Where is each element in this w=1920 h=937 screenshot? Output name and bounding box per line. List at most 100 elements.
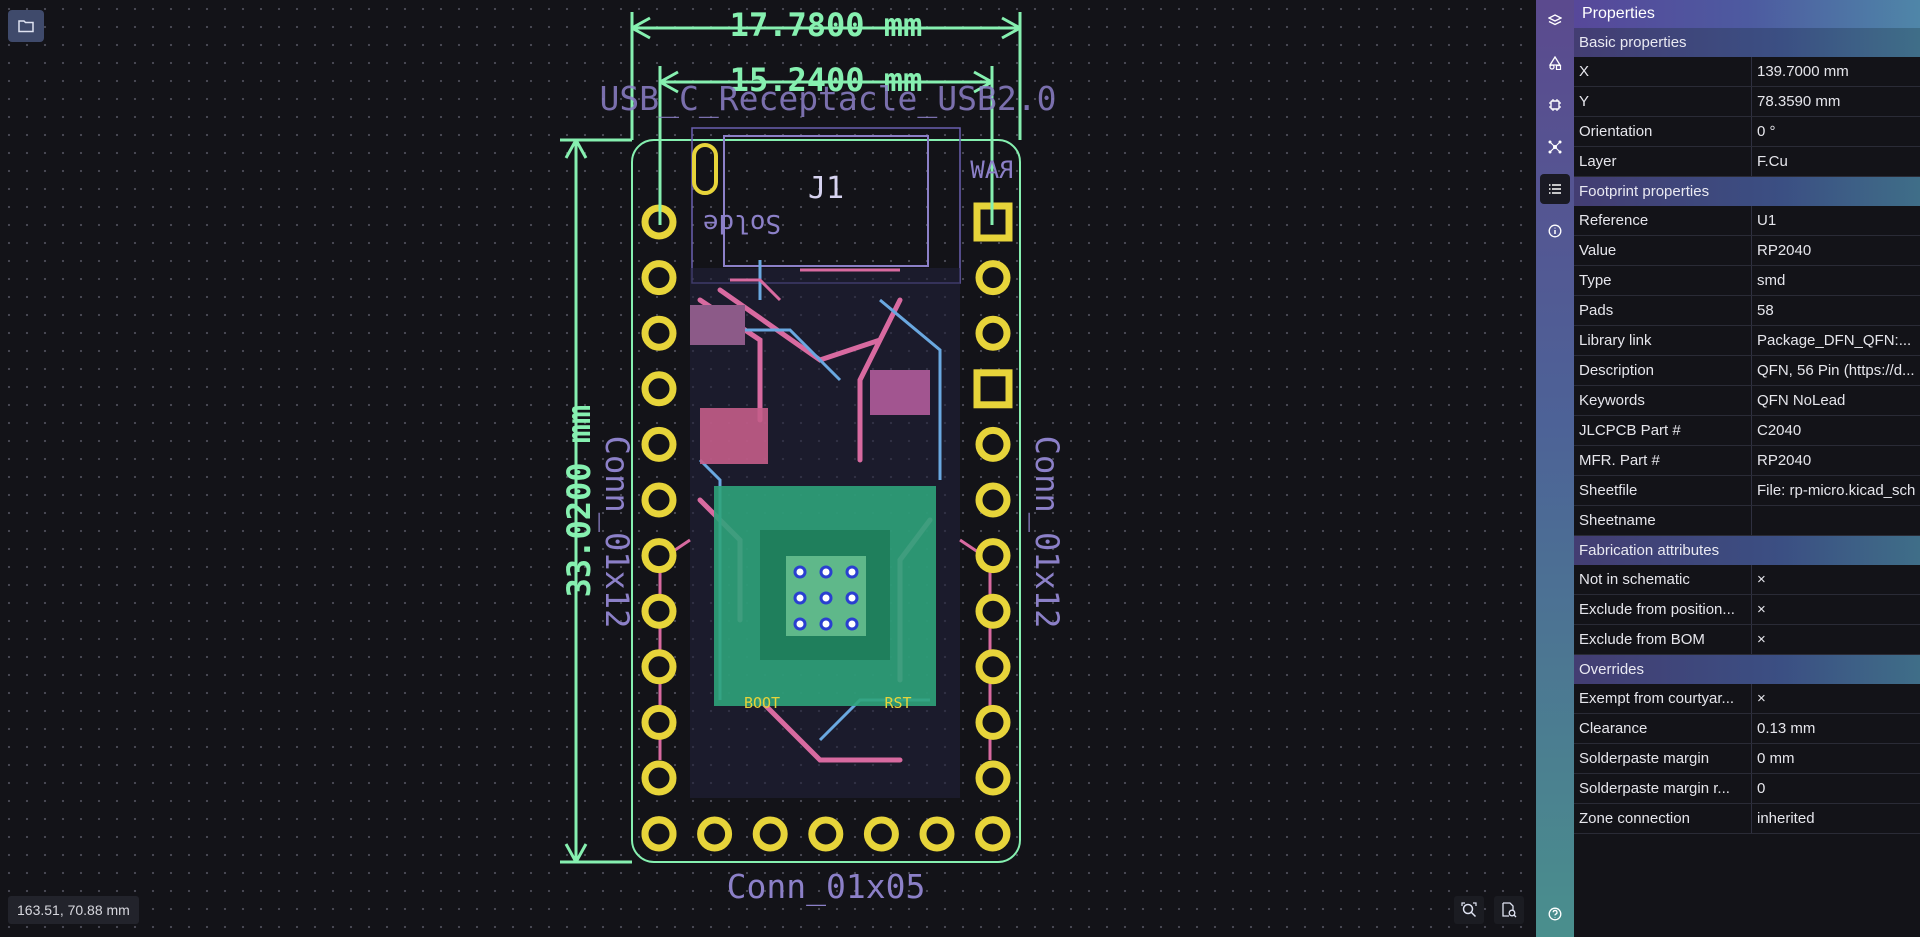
property-value[interactable]: RP2040	[1757, 242, 1812, 259]
header-pad-left[interactable]	[641, 538, 677, 574]
property-key: Y	[1574, 87, 1752, 116]
property-value[interactable]: 0	[1757, 780, 1766, 797]
help-icon	[1548, 907, 1562, 921]
header-pad-bottom[interactable]	[975, 816, 1011, 852]
rp2040-footprint[interactable]	[714, 486, 936, 706]
property-value[interactable]: C2040	[1757, 422, 1802, 439]
header-pad-left[interactable]	[641, 482, 677, 518]
usb-slot	[692, 143, 718, 195]
header-pad-bottom[interactable]	[641, 816, 677, 852]
via	[793, 617, 807, 631]
property-value[interactable]: 58	[1757, 302, 1774, 319]
header-pad-bottom[interactable]	[697, 816, 733, 852]
header-pad-right[interactable]	[975, 315, 1011, 351]
header-pad-right[interactable]	[975, 649, 1011, 685]
open-file-button[interactable]	[8, 10, 44, 42]
header-pad-bottom[interactable]	[752, 816, 788, 852]
property-key: Solderpaste margin r...	[1574, 774, 1752, 803]
property-value[interactable]: QFN, 56 Pin (https://d...	[1757, 362, 1915, 379]
properties-button[interactable]	[1540, 174, 1570, 204]
header-pad-right[interactable]	[975, 593, 1011, 629]
property-value[interactable]: ×	[1757, 601, 1766, 618]
property-value[interactable]: F.Cu	[1757, 153, 1788, 170]
zoom-fit-button[interactable]	[1454, 896, 1484, 924]
header-pad-right[interactable]	[975, 260, 1011, 296]
property-value[interactable]: smd	[1757, 272, 1786, 289]
header-pads[interactable]	[641, 202, 1013, 852]
via	[845, 565, 859, 579]
property-value[interactable]	[1752, 506, 1920, 535]
property-key: Zone connection	[1574, 804, 1752, 833]
header-pad-left[interactable]	[641, 371, 677, 407]
header-pad-left[interactable]	[641, 649, 677, 685]
header-pad-bottom[interactable]	[863, 816, 899, 852]
property-row: Orientation 0 °	[1574, 117, 1920, 147]
property-row: Solderpaste margin r... 0	[1574, 774, 1920, 804]
header-pad-bottom[interactable]	[808, 816, 844, 852]
header-pad-left[interactable]	[641, 260, 677, 296]
property-key: Value	[1574, 236, 1752, 265]
property-value[interactable]: Package_DFN_QFN:...	[1757, 332, 1912, 349]
property-row: Zone connection inherited	[1574, 804, 1920, 834]
dim-left-label: 33.0200 mm	[560, 405, 598, 598]
header-pad-left[interactable]	[641, 593, 677, 629]
header-pad-right[interactable]	[975, 426, 1011, 462]
header-pad-left[interactable]	[641, 760, 677, 796]
solder-label: Solde	[703, 208, 781, 238]
property-value[interactable]: 139.7000 mm	[1757, 63, 1849, 80]
property-value[interactable]: ×	[1757, 571, 1766, 588]
property-key: Sheetname	[1574, 506, 1752, 535]
property-row: Solderpaste margin 0 mm	[1574, 744, 1920, 774]
section-header-fabrication[interactable]: Fabrication attributes	[1574, 536, 1920, 565]
property-value[interactable]: inherited	[1757, 810, 1815, 827]
pcb-canvas[interactable]: 17.7800 mm 15.2400 mm 33.0200 mm USB_C_R…	[0, 0, 1536, 937]
property-key: Layer	[1574, 147, 1752, 176]
property-row: Layer F.Cu	[1574, 147, 1920, 177]
property-value[interactable]: ×	[1757, 631, 1766, 648]
property-value[interactable]: U1	[1757, 212, 1777, 229]
info-button[interactable]	[1540, 216, 1570, 246]
section-header-overrides[interactable]: Overrides	[1574, 655, 1920, 684]
footprints-button[interactable]	[1540, 90, 1570, 120]
zoom-page-icon	[1502, 902, 1517, 918]
layers-icon	[1548, 14, 1562, 26]
property-value[interactable]: 0.13 mm	[1757, 720, 1816, 737]
property-key: Solderpaste margin	[1574, 744, 1752, 773]
property-key: Exclude from position...	[1574, 595, 1752, 624]
header-pad-right[interactable]	[975, 538, 1011, 574]
help-button[interactable]	[1540, 899, 1570, 929]
property-value[interactable]: 0 °	[1757, 123, 1776, 140]
header-pad-bottom[interactable]	[919, 816, 955, 852]
side-icon-strip	[1536, 0, 1574, 937]
property-value[interactable]: 78.3590 mm	[1757, 93, 1841, 110]
header-pad-right[interactable]	[973, 369, 1013, 409]
header-pad-right[interactable]	[975, 760, 1011, 796]
section-header-basic[interactable]: Basic properties	[1574, 28, 1920, 57]
header-pad-left[interactable]	[641, 426, 677, 462]
qfn-vias	[793, 565, 859, 631]
pcb-board-view[interactable]: 17.7800 mm 15.2400 mm 33.0200 mm USB_C_R…	[0, 0, 1536, 937]
conn-bottom-label: Conn_01x05	[727, 867, 926, 907]
objects-icon	[1548, 56, 1562, 70]
zoom-fit-icon	[1461, 902, 1477, 918]
header-pad-left[interactable]	[641, 704, 677, 740]
property-value[interactable]: RP2040	[1757, 452, 1812, 469]
header-pad-right[interactable]	[975, 704, 1011, 740]
property-value[interactable]: QFN NoLead	[1757, 392, 1846, 409]
property-key: Type	[1574, 266, 1752, 295]
zoom-page-button[interactable]	[1494, 896, 1524, 924]
property-value[interactable]: ×	[1757, 690, 1766, 707]
property-key: Sheetfile	[1574, 476, 1752, 505]
property-value[interactable]: File: rp-micro.kicad_sch	[1757, 482, 1916, 499]
objects-button[interactable]	[1540, 48, 1570, 78]
pad-block-left	[690, 305, 745, 345]
section-header-footprint[interactable]: Footprint properties	[1574, 177, 1920, 206]
header-pad-right[interactable]	[975, 482, 1011, 518]
property-key: Orientation	[1574, 117, 1752, 146]
header-pad-left[interactable]	[641, 315, 677, 351]
properties-icon	[1549, 184, 1561, 194]
property-value[interactable]: 0 mm	[1757, 750, 1795, 767]
layers-button[interactable]	[1540, 6, 1570, 36]
nets-button[interactable]	[1540, 132, 1570, 162]
